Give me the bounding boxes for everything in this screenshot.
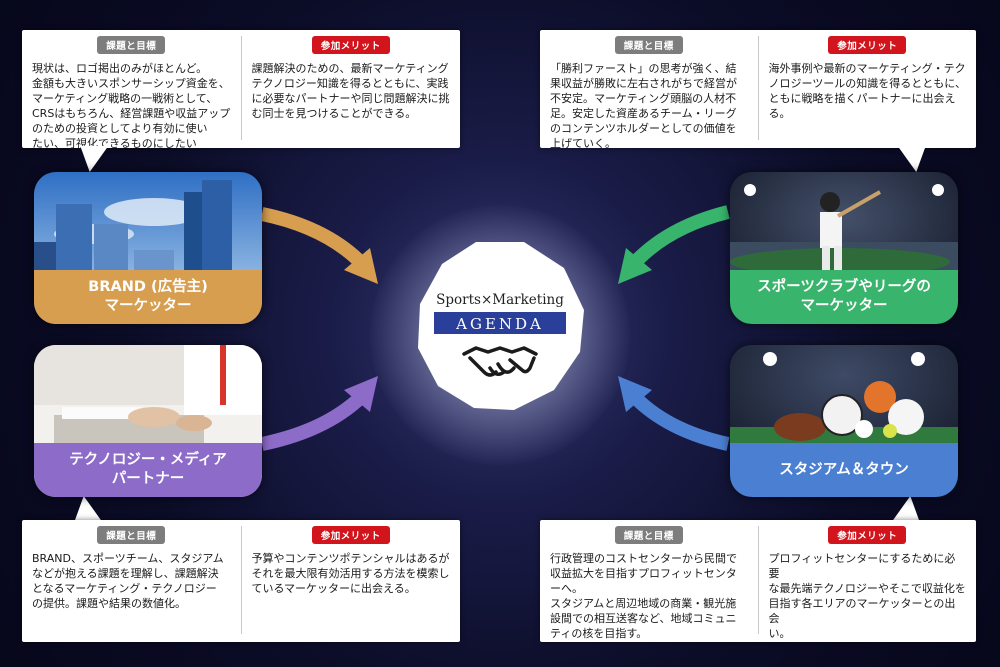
agenda-title: Sports×Marketing: [436, 292, 564, 308]
sports-merit-text: 海外事例や最新のマーケティング・テク ノロジーツールの知識を得るとともに、 とも…: [768, 62, 966, 120]
brand-marketer-card: BRAND (広告主) マーケッター: [34, 172, 262, 324]
merit-tag: 参加メリット: [828, 36, 907, 54]
merit-tag: 参加メリット: [311, 36, 390, 54]
brand-issues-text: 現状は、ロゴ掲出のみがほとんど。 金額も大きいスポンサーシップ資金を、 マーケテ…: [32, 62, 231, 150]
tech-info-panel: 課題と目標 BRAND、スポーツチーム、スタジアム などが抱える課題を理解し、課…: [22, 520, 460, 642]
issues-goals-tag: 課題と目標: [614, 526, 683, 544]
stadium-town-card: スタジアム＆タウン: [730, 345, 958, 497]
brand-merit-text: 課題解決のための、最新マーケティング テクノロジー知識を得るとともに、実践 に必…: [251, 62, 450, 120]
arrow-stadium-head: [618, 376, 652, 412]
stadium-issues-text: 行政管理のコストセンターから民間で 収益拡大を目指すプロフィットセンタ ーへ。 …: [550, 552, 737, 640]
sports-panel-pointer: [897, 146, 931, 172]
merit-tag: 参加メリット: [311, 526, 390, 544]
agenda-bar: [434, 312, 566, 334]
stadium-issues-column: 課題と目標 行政管理のコストセンターから民間で 収益拡大を目指すプロフィットセン…: [550, 526, 748, 640]
brand-issues-column: 課題と目標 現状は、ロゴ掲出のみがほとんど。 金額も大きいスポンサーシップ資金を…: [32, 36, 231, 150]
brand-card-label: BRAND (広告主) マーケッター: [34, 270, 262, 324]
tech-issues-text: BRAND、スポーツチーム、スタジアム などが抱える課題を理解し、課題解決 とな…: [32, 552, 224, 610]
sports-issues-text: 「勝利ファースト」の思考が強く、結 果収益が勝敗に左右されがちで経営が 不安定。…: [550, 62, 737, 150]
tech-panel-pointer: [69, 496, 103, 522]
stadium-merit-text: プロフィットセンターにするために必要 な最先端テクノロジーやそこで収益化を 目指…: [768, 552, 966, 640]
agenda-label: AGENDA: [455, 315, 544, 333]
tech-merit-text: 予算やコンテンツポテンシャルはあるが それを最大限有効活用する方法を模索し てい…: [251, 552, 450, 595]
arrow-tech-head: [344, 376, 378, 412]
arrow-brand: [260, 207, 372, 273]
sports-merit-column: 参加メリット 海外事例や最新のマーケティング・テク ノロジーツールの知識を得ると…: [757, 36, 967, 140]
issues-goals-tag: 課題と目標: [97, 36, 166, 54]
stadium-card-label: スタジアム＆タウン: [730, 443, 958, 497]
merit-tag: 参加メリット: [828, 526, 907, 544]
sports-marketer-card: スポーツクラブやリーグの マーケッター: [730, 172, 958, 324]
arrow-sports: [624, 205, 730, 273]
issues-goals-tag: 課題と目標: [97, 526, 166, 544]
sports-info-panel: 課題と目標 「勝利ファースト」の思考が強く、結 果収益が勝敗に左右されがちで経営…: [540, 30, 976, 150]
arrow-tech: [260, 387, 372, 451]
sports-issues-column: 課題と目標 「勝利ファースト」の思考が強く、結 果収益が勝敗に左右されがちで経営…: [550, 36, 748, 150]
stadium-info-panel: 課題と目標 行政管理のコストセンターから民間で 収益拡大を目指すプロフィットセン…: [540, 520, 976, 642]
stadium-merit-column: 参加メリット プロフィットセンターにするために必要 な最先端テクノロジーやそこで…: [757, 526, 967, 640]
arrow-brand-head: [344, 248, 378, 284]
issues-goals-tag: 課題と目標: [614, 36, 683, 54]
arrow-stadium: [624, 387, 730, 451]
brand-info-panel: 課題と目標 現状は、ロゴ掲出のみがほとんど。 金額も大きいスポンサーシップ資金を…: [22, 30, 460, 150]
brand-merit-column: 参加メリット 課題解決のための、最新マーケティング テクノロジー知識を得るととも…: [240, 36, 451, 140]
brand-panel-pointer: [75, 146, 109, 172]
stadium-panel-pointer: [891, 496, 925, 522]
tech-issues-column: 課題と目標 BRAND、スポーツチーム、スタジアム などが抱える課題を理解し、課…: [32, 526, 231, 634]
tech-merit-column: 参加メリット 予算やコンテンツポテンシャルはあるが それを最大限有効活用する方法…: [240, 526, 451, 634]
agenda-logo: Sports×Marketing AGENDA: [418, 242, 584, 410]
tech-card-label: テクノロジー・メディア パートナー: [34, 443, 262, 497]
handshake-icon: [462, 346, 538, 377]
arrow-sports-head: [618, 248, 652, 284]
tech-partner-card: テクノロジー・メディア パートナー: [34, 345, 262, 497]
sports-card-label: スポーツクラブやリーグの マーケッター: [730, 270, 958, 324]
